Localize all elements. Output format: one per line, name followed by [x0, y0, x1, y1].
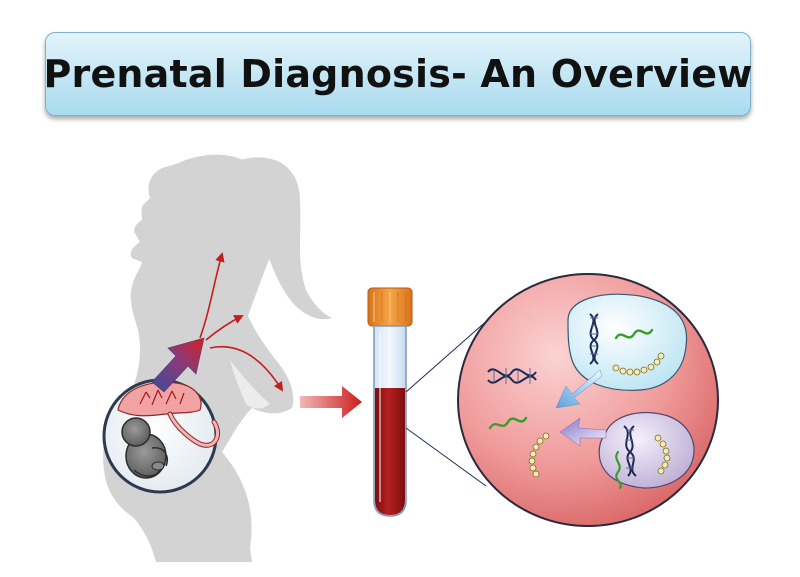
magnified-blood-circle-icon [457, 273, 719, 527]
fetus-icon [102, 378, 220, 494]
free-dna-fragments [487, 368, 550, 478]
circulation-arrows [199, 252, 284, 392]
blood-test-tube-icon [367, 287, 413, 517]
fetal-cell-top [567, 293, 688, 391]
pregnant-woman-silhouette-icon [103, 154, 332, 562]
sample-arrow-icon [300, 386, 362, 418]
release-arrow-blue-icon [555, 369, 603, 409]
title-banner: Prenatal Diagnosis- An Overview [43, 32, 753, 116]
fetal-cell-bottom [598, 411, 695, 490]
transfer-arrow-icon [151, 337, 205, 393]
release-arrow-purple-icon [559, 417, 607, 447]
page-title: Prenatal Diagnosis- An Overview [43, 52, 753, 96]
zoom-lines [405, 317, 491, 487]
